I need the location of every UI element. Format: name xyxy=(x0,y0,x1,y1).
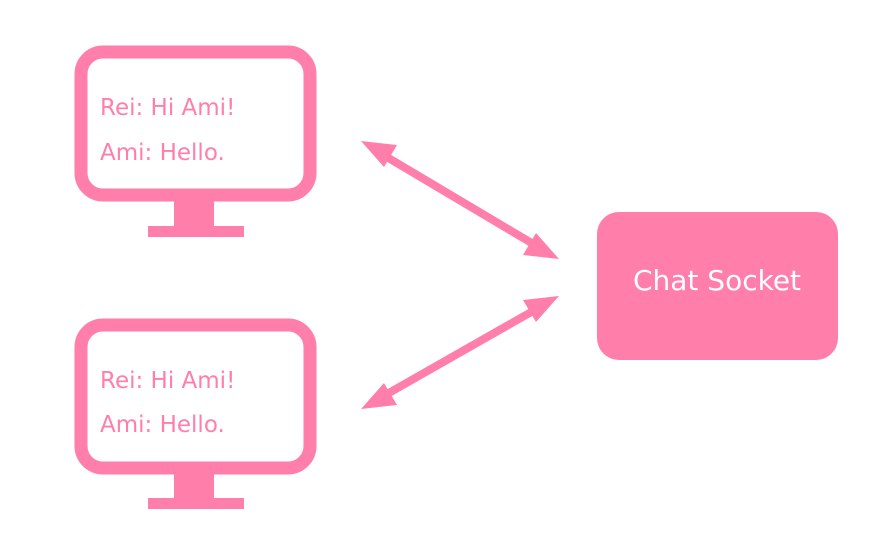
monitor-base xyxy=(148,226,244,237)
arrowhead xyxy=(523,233,559,259)
client-monitor-top: Rei: Hi Ami! Ami: Hello. xyxy=(74,45,317,237)
chat-socket-node: Chat Socket xyxy=(597,212,838,360)
monitor-base xyxy=(148,498,244,509)
client-monitor-bottom: Rei: Hi Ami! Ami: Hello. xyxy=(74,318,317,509)
chat-line: Rei: Hi Ami! xyxy=(100,95,235,121)
chat-socket-label: Chat Socket xyxy=(633,264,801,297)
chat-line: Ami: Hello. xyxy=(100,140,225,166)
monitor-neck xyxy=(174,472,214,503)
monitor-screen xyxy=(74,45,317,202)
arrowhead xyxy=(361,141,397,167)
arrowhead xyxy=(523,296,559,322)
double-arrow-top xyxy=(361,141,559,259)
chat-socket-box xyxy=(597,212,838,360)
monitor-neck xyxy=(174,200,214,231)
double-arrow-bottom xyxy=(361,296,559,409)
chat-line: Ami: Hello. xyxy=(100,412,225,438)
monitor-screen xyxy=(74,318,317,475)
chat-line: Rei: Hi Ami! xyxy=(100,368,235,394)
arrowhead xyxy=(361,383,397,409)
